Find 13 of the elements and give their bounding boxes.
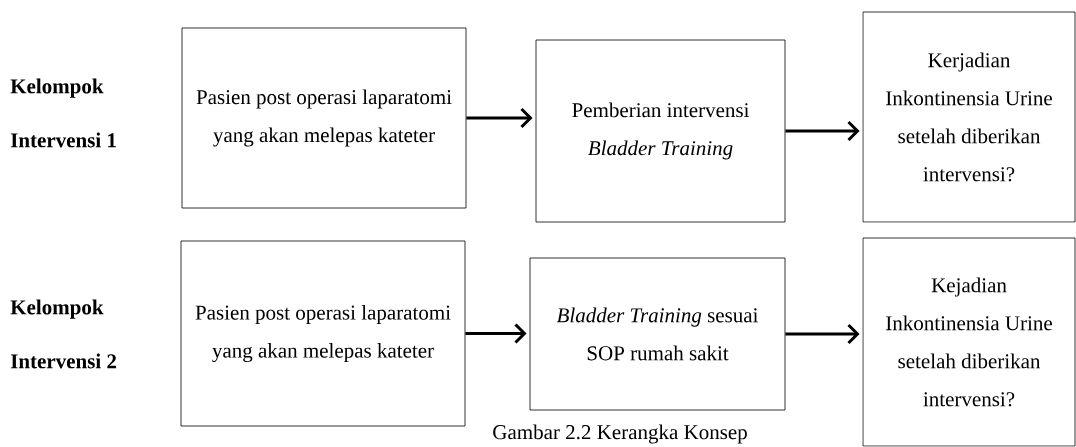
arrow — [785, 323, 860, 345]
group-label: Kelompok Intervensi 2 — [10, 299, 117, 369]
process-box: Pemberian intervensi Bladder Training — [535, 39, 786, 223]
process-box: Bladder Training sesuai SOP rumah sakit — [529, 257, 786, 411]
process-box: Pasien post operasi laparatomi yang akan melepas kateter — [181, 27, 467, 209]
process-box: Kejadian Inkontinensia Urine setelah diberikan intervensi? — [862, 237, 1076, 447]
process-box: Kerjadian Inkontinensia Urine setelah diberikan intervensi? — [862, 11, 1076, 223]
arrow — [465, 323, 527, 344]
caption: Gambar 2.2 Kerangka Konsep — [493, 424, 747, 444]
arrow — [466, 107, 533, 129]
process-box: Pasien post operasi laparatomi yang akan melepas kateter — [180, 240, 466, 427]
group-label: Kelompok Intervensi 1 — [10, 78, 116, 148]
arrow — [785, 120, 860, 142]
